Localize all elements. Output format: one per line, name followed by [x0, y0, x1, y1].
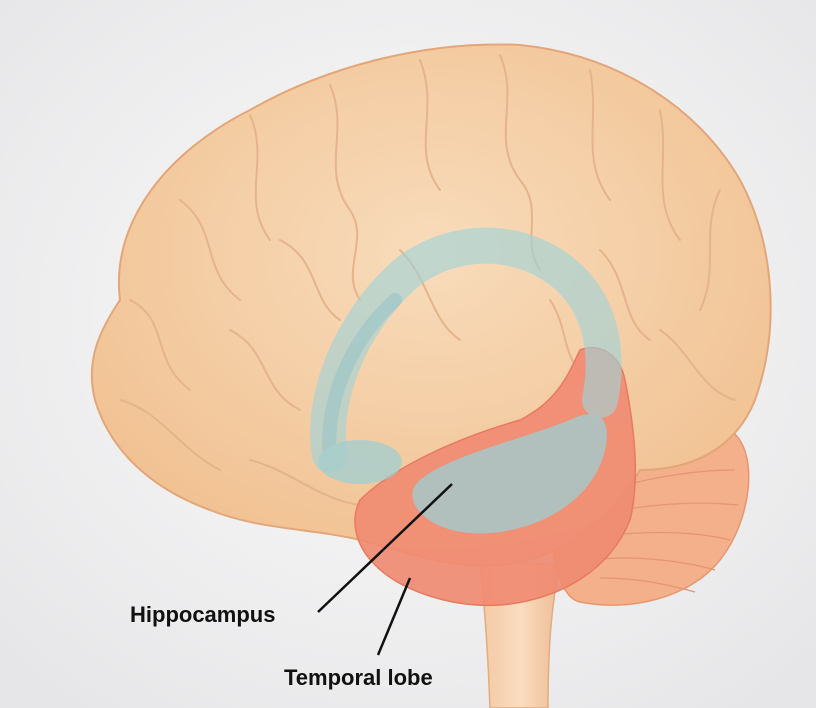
hippocampus-leader-line	[317, 483, 453, 613]
temporal-lobe-leader-line	[376, 577, 412, 656]
temporal-lobe-label: Temporal lobe	[284, 665, 433, 690]
hippocampus	[310, 227, 622, 534]
hippocampus-label: Hippocampus	[130, 602, 275, 627]
